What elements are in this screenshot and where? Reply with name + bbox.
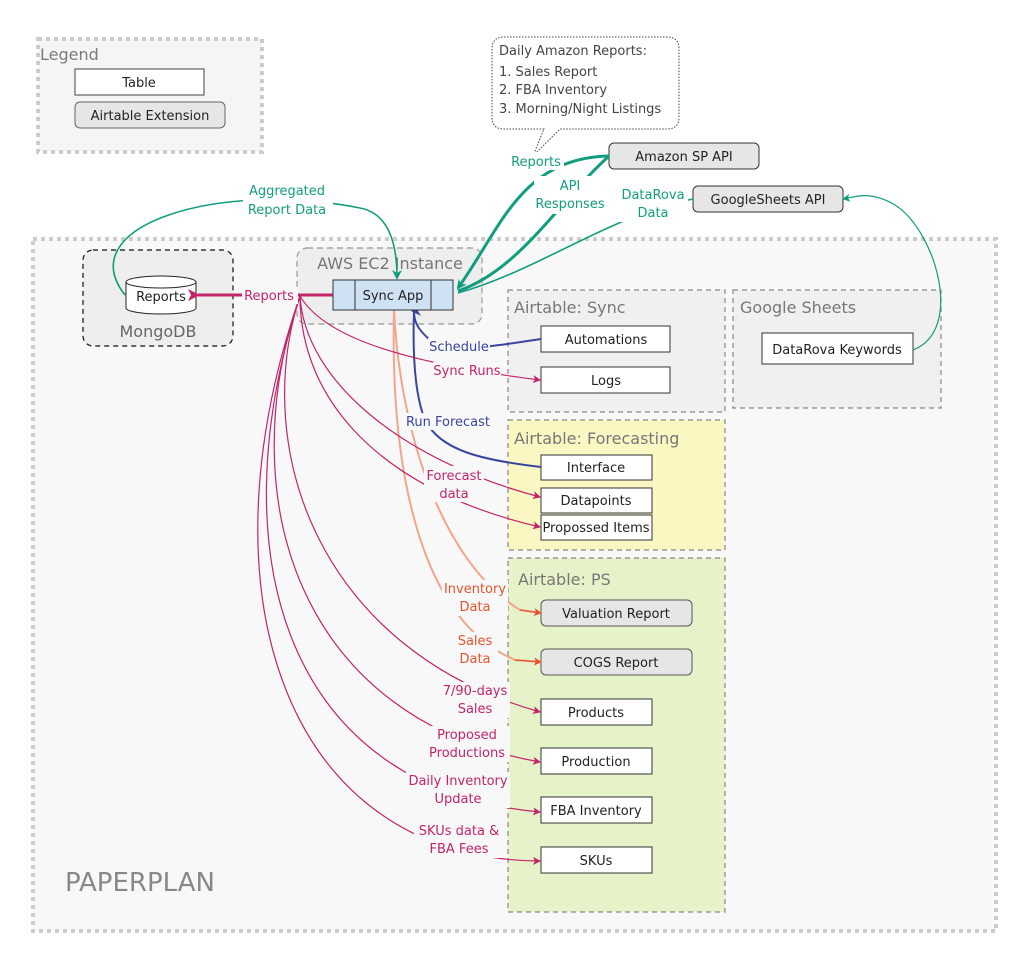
callout-line-1: Daily Amazon Reports: — [499, 44, 647, 59]
edge-amazon-api-responses — [457, 154, 611, 293]
legend-title: Legend — [40, 45, 99, 64]
products-table: Products — [568, 706, 624, 721]
legend-table-label: Table — [121, 76, 156, 91]
label-aggregated-1: Aggregated — [249, 184, 325, 199]
label-sales-1: Sales — [458, 634, 493, 649]
label-forecast-2: data — [439, 487, 468, 502]
airtable-ps-group: Airtable: PS Valuation Report COGS Repor… — [507, 557, 726, 913]
amazon-sp-api-label: Amazon SP API — [635, 150, 732, 165]
label-reports-mongo: Reports — [244, 289, 294, 304]
label-7-90-1: 7/90-days — [443, 684, 508, 699]
interface-table: Interface — [567, 461, 625, 476]
label-proposed-2: Productions — [429, 746, 505, 761]
label-daily-inventory-2: Update — [434, 792, 481, 807]
forecasting-title: Airtable: Forecasting — [514, 429, 679, 448]
label-proposed-1: Proposed — [437, 728, 497, 743]
skus-table: SKUs — [580, 854, 613, 869]
amazon-reports-callout: Daily Amazon Reports: 1. Sales Report 2.… — [491, 36, 680, 157]
googlesheets-api-label: GoogleSheets API — [711, 193, 826, 208]
label-skus-fees-2: FBA Fees — [430, 842, 489, 857]
airtable-forecasting-group: Airtable: Forecasting Interface Datapoin… — [507, 419, 726, 551]
label-sales-2: Data — [459, 652, 490, 667]
fba-inventory-table: FBA Inventory — [550, 804, 642, 819]
production-table: Production — [561, 755, 630, 770]
edge-sales-7-90 — [284, 295, 541, 714]
label-skus-fees-1: SKUs data & — [419, 824, 499, 839]
edge-datarova-keywords — [842, 193, 942, 351]
valuation-report-extension: Valuation Report — [562, 607, 670, 622]
google-sheets-title: Google Sheets — [740, 298, 856, 317]
label-daily-inventory-1: Daily Inventory — [408, 774, 507, 789]
label-api-1: API — [560, 179, 581, 194]
mongodb-reports-label: Reports — [136, 290, 186, 305]
label-inventory-1: Inventory — [444, 582, 506, 597]
edge-amazon-reports — [456, 154, 610, 290]
callout-line-3: 2. FBA Inventory — [499, 83, 607, 98]
datapoints-table: Datapoints — [561, 494, 632, 509]
cogs-report-extension: COGS Report — [574, 656, 659, 671]
label-aggregated-2: Report Data — [248, 203, 326, 218]
callout-line-4: 3. Morning/Night Listings — [499, 102, 661, 117]
label-7-90-2: Sales — [458, 702, 493, 717]
label-api-2: Responses — [535, 197, 604, 212]
sync-group-title: Airtable: Sync — [514, 298, 626, 317]
mongodb-container: MongoDB Reports — [82, 249, 234, 347]
proposed-items-table: Propossed Items — [542, 521, 649, 536]
datarova-keywords-table: DataRova Keywords — [772, 343, 902, 358]
label-reports-top: Reports — [511, 155, 561, 170]
label-inventory-2: Data — [459, 600, 490, 615]
label-datarova-2: Data — [637, 206, 668, 221]
mongodb-title: MongoDB — [120, 322, 197, 341]
callout-line-2: 1. Sales Report — [499, 65, 597, 80]
label-run-forecast: Run Forecast — [406, 415, 490, 430]
automations-table: Automations — [565, 333, 648, 348]
airtable-sync-group: Airtable: Sync Automations Logs — [507, 289, 726, 413]
sync-app-label: Sync App — [363, 289, 424, 304]
legend: Legend Table Airtable Extension — [36, 37, 264, 154]
legend-extension-label: Airtable Extension — [91, 109, 210, 124]
label-schedule: Schedule — [429, 340, 489, 355]
label-sync-runs: Sync Runs — [433, 364, 500, 379]
label-datarova-1: DataRova — [621, 188, 684, 203]
edge-labels: Aggregated Report Data Reports API Respo… — [242, 152, 688, 858]
ps-title: Airtable: PS — [518, 570, 611, 589]
paperplan-title: PAPERPLAN — [65, 868, 215, 898]
label-forecast-1: Forecast — [426, 469, 481, 484]
sync-app-node: Sync App — [332, 279, 454, 311]
logs-table: Logs — [591, 374, 621, 389]
google-sheets-group: Google Sheets DataRova Keywords — [732, 289, 942, 409]
edge-forecast-datapoints — [299, 295, 541, 500]
edge-forecast-proposed — [299, 295, 541, 530]
aws-title: AWS EC2 Instance — [317, 254, 463, 273]
